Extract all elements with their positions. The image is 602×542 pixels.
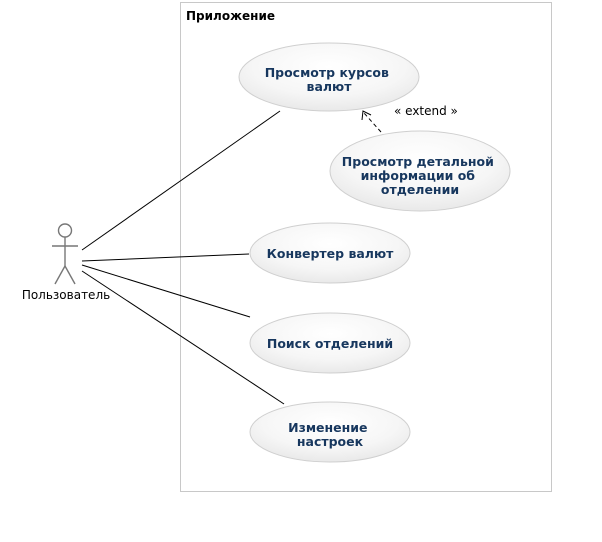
actor-user	[52, 223, 78, 285]
svg-text:Просмотр детальной инфор: Просмотр детальной информации об отделен…	[342, 154, 498, 197]
use-case-label-line: Просмотр детальной	[342, 154, 494, 169]
actor-left-leg	[54, 265, 66, 285]
extend-relation: « extend »	[361, 104, 458, 133]
extend-label: « extend »	[394, 104, 458, 118]
svg-text:Конвертер валют: Конвертер валют	[267, 246, 394, 261]
association-view-rates	[81, 110, 281, 251]
use-case-currency-converter[interactable]: Конвертер валют	[249, 222, 411, 284]
use-case-label-line: Изменение	[288, 420, 367, 435]
svg-text:Просмотр курсов валют: Просмотр курсов валют	[265, 65, 394, 94]
svg-text:Поиск отделений: Поиск отделений	[267, 336, 393, 351]
use-case-view-branch-details[interactable]: Просмотр детальной информации об отделен…	[329, 130, 511, 212]
svg-text:Изменение настроек: Изменение настроек	[288, 420, 372, 449]
association-converter	[81, 253, 250, 262]
actor-right-leg	[64, 265, 76, 285]
associations	[81, 110, 285, 405]
use-case-label-line: информации об	[361, 168, 476, 183]
use-case-branch-search[interactable]: Поиск отделений	[249, 312, 411, 374]
use-case-label-line: настроек	[297, 434, 364, 449]
use-case-label-line: Поиск отделений	[267, 336, 393, 351]
extend-line	[363, 112, 382, 133]
use-case-label-line: Просмотр курсов	[265, 65, 389, 80]
association-settings	[81, 270, 285, 405]
use-case-label-line: отделении	[381, 182, 459, 197]
system-title: Приложение	[186, 9, 275, 23]
use-case-change-settings[interactable]: Изменение настроек	[249, 401, 411, 463]
use-case-label-line: Конвертер валют	[267, 246, 394, 261]
actor-name: Пользователь	[22, 288, 110, 302]
use-case-label-line: валют	[307, 79, 353, 94]
actor-head	[57, 223, 73, 238]
extend-arrowhead	[361, 110, 372, 121]
system-boundary	[180, 2, 552, 492]
use-case-view-rates[interactable]: Просмотр курсов валют	[238, 42, 420, 112]
association-branch-search	[81, 264, 251, 318]
